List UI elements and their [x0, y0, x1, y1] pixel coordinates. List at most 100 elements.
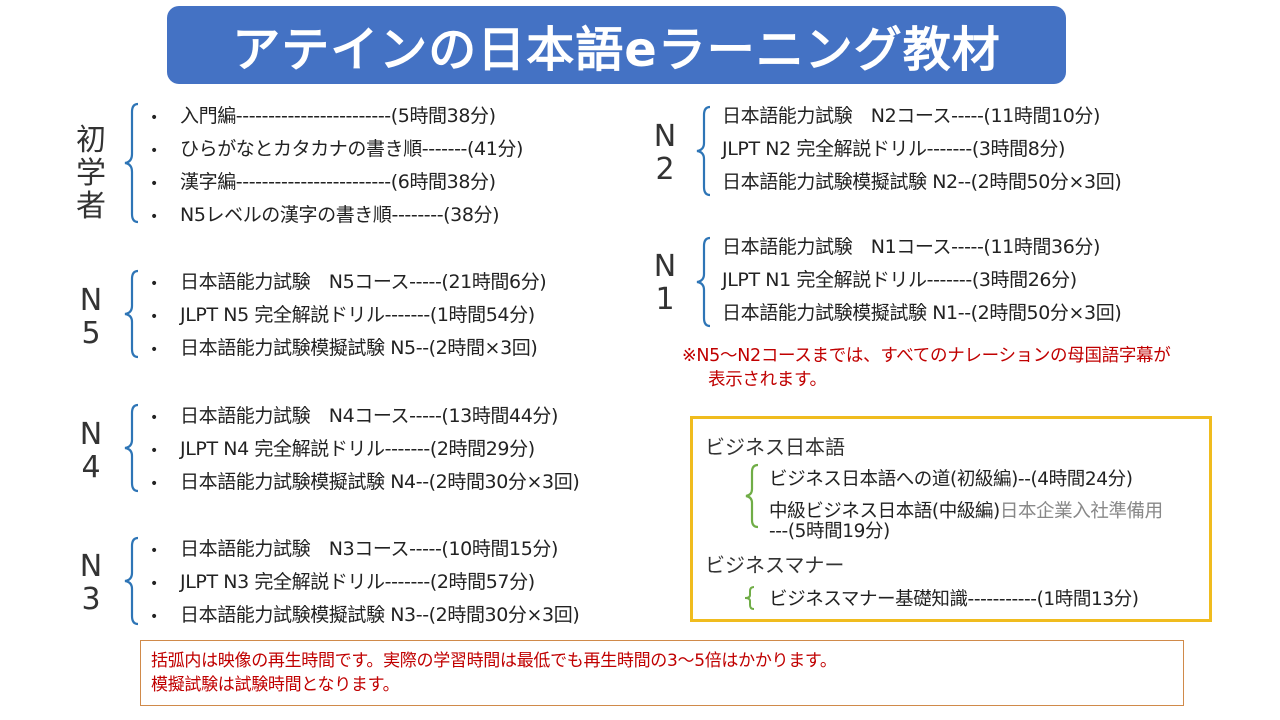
course-title: 日本語能力試験模擬試験 N2--(2時間50分×3回) — [722, 171, 1122, 193]
course-title: 日本語能力試験 N5コース-----(21時間6分) — [180, 271, 547, 293]
curly-bracket-icon — [696, 236, 711, 328]
bullet-icon: • — [150, 543, 158, 559]
label-char: 3 — [81, 582, 101, 617]
course-title: 日本語能力試験模擬試験 N4--(2時間30分×3回) — [180, 471, 580, 493]
list-item: • 日本語能力試験 N5コース-----(21時間6分) — [150, 266, 547, 299]
course-title: JLPT N4 完全解説ドリル-------(2時間29分) — [180, 438, 535, 460]
course-duration: ---(5時間19分) — [769, 521, 890, 542]
course-title: 中級ビジネス日本語(中級編) — [769, 501, 1000, 522]
label-char: 初 — [76, 123, 106, 158]
group-label-n3: N 3 — [74, 550, 108, 616]
bullet-icon: • — [150, 443, 158, 459]
curly-bracket-icon — [124, 403, 139, 493]
bullet-icon: • — [150, 342, 158, 358]
subtitle-note-line2: 表示されます。 — [708, 370, 827, 390]
label-char: N — [79, 283, 103, 318]
course-title: 日本語能力試験 N3コース-----(10時間15分) — [180, 538, 559, 560]
list-item: • JLPT N3 完全解説ドリル-------(2時間57分) — [150, 566, 579, 599]
curly-bracket-icon — [744, 586, 755, 610]
bullet-icon: • — [150, 309, 158, 325]
list-item: JLPT N2 完全解説ドリル-------(3時間8分) — [722, 133, 1121, 166]
label-char: 4 — [81, 450, 101, 485]
group-label-n5: N 5 — [74, 284, 108, 350]
list-item: • 漢字編------------------------(6時間38分) — [150, 166, 523, 199]
curly-bracket-icon — [124, 536, 139, 626]
bullet-icon: • — [150, 276, 158, 292]
bullet-icon: • — [150, 609, 158, 625]
business-japanese-box: ビジネス日本語 ビジネス日本語への道(初級編)--(4時間24分) 中級ビジネス… — [690, 416, 1212, 622]
label-char: N — [653, 119, 677, 154]
curly-bracket-icon — [745, 463, 759, 529]
course-title: 日本語能力試験模擬試験 N1--(2時間50分×3回) — [722, 302, 1122, 324]
course-title: 日本語能力試験 N2コース-----(11時間10分) — [722, 105, 1101, 127]
list-item: • N5レベルの漢字の書き順--------(38分) — [150, 199, 523, 232]
group-label-n4: N 4 — [74, 418, 108, 484]
course-title: JLPT N1 完全解説ドリル-------(3時間26分) — [722, 269, 1077, 291]
list-item: • 日本語能力試験模擬試験 N5--(2時間×3回) — [150, 332, 546, 365]
course-list-n5: • 日本語能力試験 N5コース-----(21時間6分) • JLPT N5 完全解… — [150, 266, 547, 365]
label-char: 1 — [655, 282, 675, 317]
bullet-icon: • — [150, 110, 158, 126]
course-title: JLPT N3 完全解説ドリル-------(2時間57分) — [180, 571, 535, 593]
list-item: • 日本語能力試験 N3コース-----(10時間15分) — [150, 533, 579, 566]
title-banner: アテインの日本語eラーニング教材 — [167, 6, 1066, 84]
course-title: JLPT N5 完全解説ドリル-------(1時間54分) — [180, 304, 535, 326]
label-char: N — [79, 549, 103, 584]
course-title: N5レベルの漢字の書き順--------(38分) — [180, 204, 500, 226]
footer-note-box: 括弧内は映像の再生時間です。実際の学習時間は最低でも再生時間の3～5倍はかかりま… — [140, 640, 1184, 706]
curly-bracket-icon — [124, 269, 139, 359]
list-item: • 日本語能力試験模擬試験 N4--(2時間30分×3回) — [150, 466, 580, 499]
course-list-n3: • 日本語能力試験 N3コース-----(10時間15分) • JLPT N3 完全… — [150, 533, 580, 632]
business-course-item: ビジネスマナー基礎知識-----------(1時間13分) — [769, 589, 1139, 610]
footer-note-line1: 括弧内は映像の再生時間です。実際の学習時間は最低でも再生時間の3～5倍はかかりま… — [151, 651, 837, 671]
label-char: 2 — [655, 152, 675, 187]
course-list-n2: 日本語能力試験 N2コース-----(11時間10分) JLPT N2 完全解説… — [722, 100, 1122, 199]
footer-note-line2: 模擬試験は試験時間となります。 — [151, 675, 400, 695]
course-title: ひらがなとカタカナの書き順-------(41分) — [180, 138, 523, 160]
list-item: • ひらがなとカタカナの書き順-------(41分) — [150, 133, 523, 166]
subtitle-note-line1: ※N5～N2コースまでは、すべてのナレーションの母国語字幕が — [682, 346, 1171, 366]
course-list-beginner: • 入門編------------------------(5時間38分) • ひら… — [150, 100, 523, 232]
curly-bracket-icon — [696, 105, 711, 197]
list-item: • 入門編------------------------(5時間38分) — [150, 100, 523, 133]
list-item: JLPT N1 完全解説ドリル-------(3時間26分) — [722, 264, 1121, 297]
course-title: 日本語能力試験 N1コース-----(11時間36分) — [722, 236, 1101, 258]
bullet-icon: • — [150, 476, 158, 492]
bullet-icon: • — [150, 143, 158, 159]
group-label-beginner: 初 学 者 — [74, 124, 108, 223]
list-item: • JLPT N5 完全解説ドリル-------(1時間54分) — [150, 299, 546, 332]
list-item: • JLPT N4 完全解説ドリル-------(2時間29分) — [150, 433, 579, 466]
list-item: 日本語能力試験模擬試験 N1--(2時間50分×3回) — [722, 297, 1122, 330]
course-list-n1: 日本語能力試験 N1コース-----(11時間36分) JLPT N1 完全解説… — [722, 231, 1122, 330]
label-char: 学 — [76, 156, 106, 191]
curly-bracket-icon — [124, 102, 139, 224]
course-title: 漢字編------------------------(6時間38分) — [180, 171, 496, 193]
bullet-icon: • — [150, 209, 158, 225]
list-item: 日本語能力試験 N1コース-----(11時間36分) — [722, 231, 1121, 264]
course-title: 入門編------------------------(5時間38分) — [180, 105, 496, 127]
group-label-n2: N 2 — [648, 120, 682, 186]
course-title: JLPT N2 完全解説ドリル-------(3時間8分) — [722, 138, 1066, 160]
business-course-item: ビジネス日本語への道(初級編)--(4時間24分) — [769, 469, 1133, 490]
label-char: 5 — [81, 316, 101, 351]
page-title: アテインの日本語eラーニング教材 — [232, 22, 1001, 78]
bullet-icon: • — [150, 576, 158, 592]
list-item: 日本語能力試験 N2コース-----(11時間10分) — [722, 100, 1121, 133]
course-title: 日本語能力試験模擬試験 N5--(2時間×3回) — [180, 337, 538, 359]
business-heading: ビジネス日本語 — [705, 435, 845, 459]
list-item: 日本語能力試験模擬試験 N2--(2時間50分×3回) — [722, 166, 1122, 199]
label-char: 者 — [76, 189, 106, 224]
bullet-icon: • — [150, 176, 158, 192]
course-subtitle: 日本企業入社準備用 — [999, 501, 1163, 522]
course-title: 日本語能力試験 N4コース-----(13時間44分) — [180, 405, 559, 427]
list-item: • 日本語能力試験 N4コース-----(13時間44分) — [150, 400, 579, 433]
business-course-item: 中級ビジネス日本語(中級編)日本企業入社準備用 — [769, 497, 1163, 523]
group-label-n1: N 1 — [648, 250, 682, 316]
business-manner-heading: ビジネスマナー — [705, 553, 845, 577]
bullet-icon: • — [150, 410, 158, 426]
course-list-n4: • 日本語能力試験 N4コース-----(13時間44分) • JLPT N4 完全… — [150, 400, 580, 499]
course-title: 日本語能力試験模擬試験 N3--(2時間30分×3回) — [180, 604, 580, 626]
list-item: • 日本語能力試験模擬試験 N3--(2時間30分×3回) — [150, 599, 580, 632]
subtitle-note: ※N5～N2コースまでは、すべてのナレーションの母国語字幕が 表示されます。 — [682, 344, 1222, 392]
label-char: N — [653, 249, 677, 284]
